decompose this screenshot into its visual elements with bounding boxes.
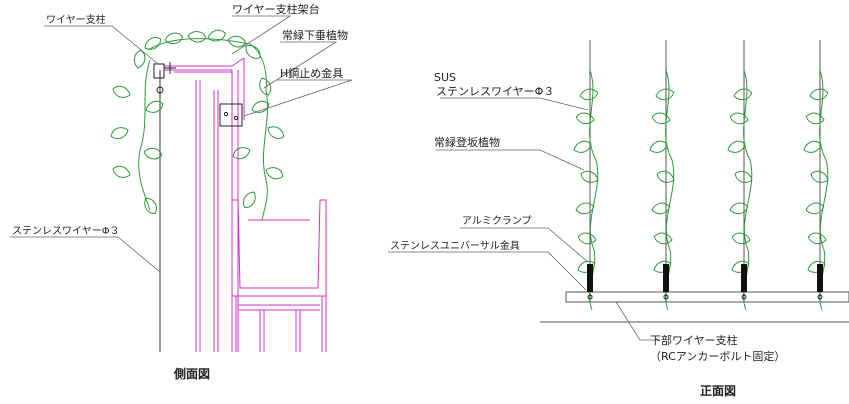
label-wire-post-stand: ワイヤー支柱架台 bbox=[232, 2, 320, 16]
planter-h-steel bbox=[231, 199, 327, 352]
side-view-title: 側面図 bbox=[173, 366, 210, 381]
label-aluminum-clamp: アルミクランプ bbox=[462, 215, 532, 227]
side-leaders bbox=[10, 15, 353, 273]
label-wire-post: ワイヤー支柱 bbox=[46, 13, 106, 26]
h-steel-bracket bbox=[219, 103, 243, 127]
label-evergreen-hanging: 常緑下垂植物 bbox=[282, 28, 348, 42]
front-leaders bbox=[388, 97, 660, 341]
aluminum-clamps bbox=[587, 264, 823, 292]
label-front-stainless-wire: ステンレスワイヤーΦ３ bbox=[436, 85, 554, 98]
climbing-leaves bbox=[571, 87, 831, 276]
label-h-steel-bracket: H鋼止め金具 bbox=[280, 66, 343, 80]
label-side-stainless-wire: ステンレスワイヤーΦ３ bbox=[12, 226, 120, 237]
lower-wire-post-beam bbox=[565, 291, 849, 303]
label-evergreen-climbing: 常緑登坂植物 bbox=[434, 135, 500, 149]
label-anchor-note: （RCアンカーボルト固定） bbox=[650, 349, 785, 363]
universal-fittings bbox=[587, 294, 823, 300]
side-view: ワイヤー支柱 ワイヤー支柱架台 常緑下垂植物 H鋼止め金具 ステンレスワイヤーΦ… bbox=[10, 2, 353, 381]
label-universal-fitting: ステンレスユニバーサル金具 bbox=[390, 239, 520, 252]
wire-post bbox=[153, 62, 176, 94]
label-sus: SUS bbox=[434, 71, 456, 84]
front-view-title: 正面図 bbox=[700, 384, 736, 398]
climbing-plants bbox=[588, 69, 829, 311]
label-lower-post: 下部ワイヤー支柱 bbox=[650, 333, 738, 347]
front-view: SUS ステンレスワイヤーΦ３ 常緑登坂植物 アルミクランプ ステンレスユニバー… bbox=[388, 40, 849, 398]
front-wires bbox=[589, 40, 821, 302]
hanging-plants bbox=[108, 27, 287, 221]
